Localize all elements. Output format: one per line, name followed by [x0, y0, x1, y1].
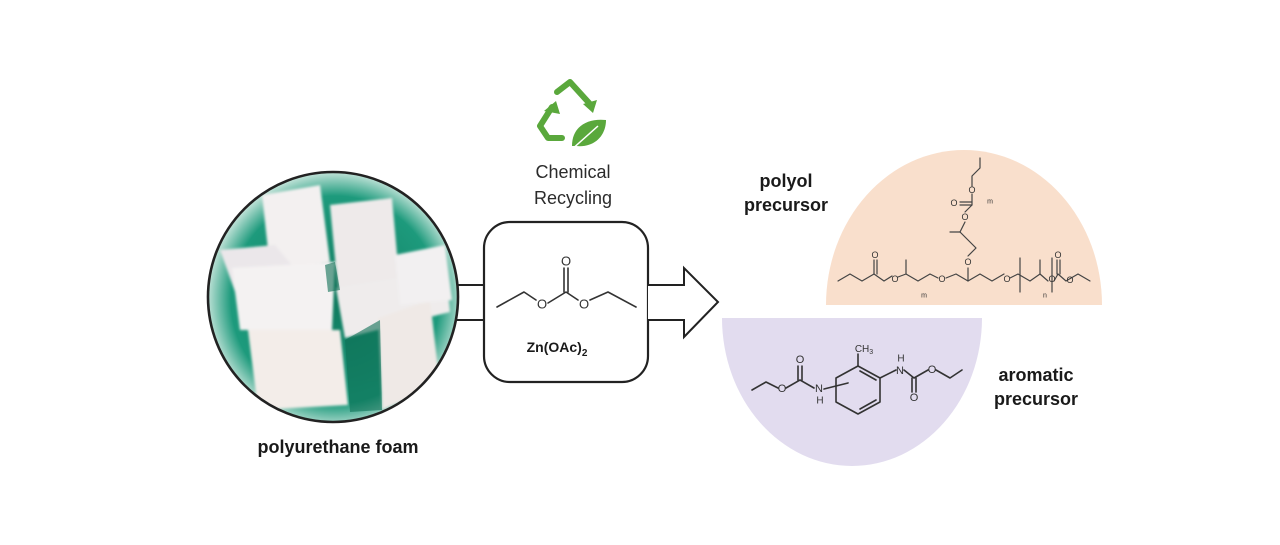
- polyol-structure: O O O O O O O O O O O m n m: [837, 157, 1091, 300]
- atom-O: O: [938, 274, 945, 284]
- atom-O: O: [910, 392, 919, 404]
- aromatic-semicircle: [722, 318, 982, 466]
- recycle-line1: Chemical: [535, 162, 610, 182]
- atom-N: N: [896, 365, 904, 377]
- atom-H: H: [816, 396, 823, 407]
- aromatic-precursor-panel: O O N H N H O O CH3: [722, 318, 982, 466]
- polyol-label-line1: polyol: [760, 171, 813, 191]
- atom-O: O: [579, 297, 589, 312]
- atom-O: O: [968, 185, 975, 195]
- index-n: n: [1043, 293, 1047, 300]
- diethyl-carbonate-structure: O O O: [496, 254, 637, 312]
- aromatic-structure: O O N H N H O O CH3: [751, 344, 963, 415]
- atom-O: O: [964, 257, 971, 267]
- foam-circle-outline: [206, 170, 460, 424]
- input-connector: [457, 284, 484, 321]
- foam-photo: [206, 170, 460, 424]
- index-m: m: [987, 199, 993, 206]
- recycle-leaf-icon: [537, 79, 606, 152]
- atom-N: N: [815, 383, 823, 395]
- atom-O: O: [561, 254, 571, 269]
- atom-O: O: [778, 383, 787, 395]
- atom-O: O: [1066, 275, 1073, 285]
- atom-H: H: [897, 354, 904, 365]
- methyl-label: CH3: [855, 344, 873, 356]
- catalyst-label: Zn(OAc)2: [527, 339, 588, 359]
- polyol-label-line2: precursor: [744, 195, 828, 215]
- atom-O: O: [796, 354, 805, 366]
- atom-O: O: [1054, 250, 1061, 260]
- recycle-line2: Recycling: [534, 188, 612, 208]
- reagent-box: O O O Zn(OAc)2: [482, 220, 650, 384]
- polyol-semicircle: [826, 150, 1102, 305]
- index-m: m: [921, 293, 927, 300]
- aromatic-label-line1: aromatic: [998, 365, 1073, 385]
- polyol-precursor-panel: O O O O O O O O O O O m n m: [826, 150, 1102, 305]
- process-arrow-icon: [648, 265, 720, 340]
- atom-O: O: [950, 198, 957, 208]
- atom-O: O: [871, 250, 878, 260]
- atom-O: O: [537, 297, 547, 312]
- foam-label: polyurethane foam: [257, 437, 418, 457]
- atom-O: O: [961, 212, 968, 222]
- atom-O: O: [928, 364, 937, 376]
- aromatic-label-line2: precursor: [994, 389, 1078, 409]
- atom-O: O: [1048, 274, 1055, 284]
- atom-O: O: [1003, 274, 1010, 284]
- atom-O: O: [891, 274, 898, 284]
